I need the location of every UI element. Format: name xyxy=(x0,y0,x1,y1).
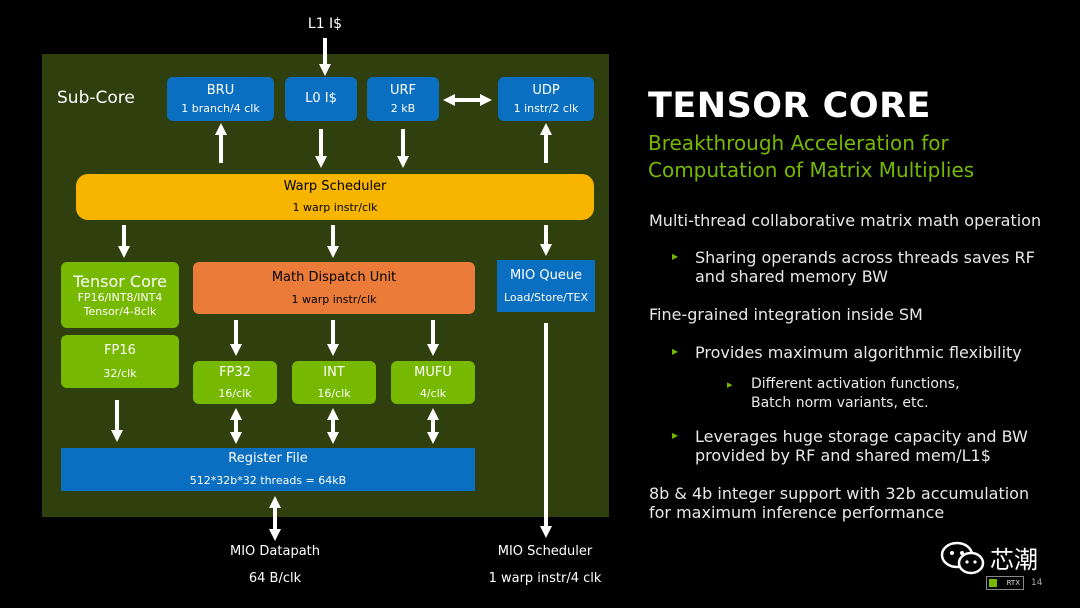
math-dispatch-box: Math Dispatch Unit 1 warp instr/clk xyxy=(193,262,475,314)
l0-title: L0 I$ xyxy=(305,91,337,106)
math-sub: 1 warp instr/clk xyxy=(291,292,377,306)
udp-sub: 1 instr/2 clk xyxy=(513,101,579,115)
mio-datapath-sub: 64 B/clk xyxy=(248,571,302,586)
bullet-3-line2: for maximum inference performance xyxy=(649,503,945,522)
page-number: 14 xyxy=(1031,578,1043,588)
nvidia-eye-icon xyxy=(989,579,997,587)
mio-scheduler-sub: 1 warp instr/4 clk xyxy=(488,571,602,586)
rtx-badge-text: RTX xyxy=(1006,579,1020,587)
l0-icache-box: L0 I$ xyxy=(285,77,357,121)
fp32-box: FP32 16/clk xyxy=(193,361,277,404)
wechat-icon xyxy=(940,541,985,575)
bullet-marker: ▸ xyxy=(672,344,679,358)
warp-title: Warp Scheduler xyxy=(283,179,387,194)
warp-scheduler-box: Warp Scheduler 1 warp instr/clk xyxy=(76,174,594,220)
mio-queue-title: MIO Queue xyxy=(509,267,583,283)
urf-title: URF xyxy=(389,82,417,98)
bullet-1: Multi-thread collaborative matrix math o… xyxy=(649,211,1042,230)
slide-subtitle-line2: Computation of Matrix Multiplies xyxy=(648,158,975,182)
mio-scheduler-label: MIO Scheduler xyxy=(497,544,593,559)
bullet-2a: Provides maximum algorithmic flexibility xyxy=(695,343,1022,362)
bru-sub: 1 branch/4 clk xyxy=(181,101,260,115)
mufu-box: MUFU 4/clk xyxy=(391,361,475,404)
regfile-sub: 512*32b*32 threads = 64kB xyxy=(189,474,347,487)
math-title: Math Dispatch Unit xyxy=(271,269,397,285)
bullet-2: Fine-grained integration inside SM xyxy=(649,305,923,324)
bullet-marker: ▸ xyxy=(672,428,679,442)
regfile-title: Register File xyxy=(228,451,308,466)
warp-sub: 1 warp instr/clk xyxy=(292,201,378,214)
udp-title: UDP xyxy=(532,82,560,98)
bullet-marker: ▸ xyxy=(672,249,679,263)
fp16-title: FP16 xyxy=(104,342,136,358)
bullet-marker: ▸ xyxy=(727,378,733,391)
bullet-1a-line2: and shared memory BW xyxy=(695,267,888,286)
watermark-text: 芯潮 xyxy=(990,546,1038,574)
register-file-box: Register File 512*32b*32 threads = 64kB xyxy=(61,448,475,491)
slide-title: TENSOR CORE xyxy=(648,86,931,126)
mio-datapath-label: MIO Datapath xyxy=(229,544,320,559)
bru-title: BRU xyxy=(206,82,235,98)
mio-queue-sub: Load/Store/TEX xyxy=(503,290,589,304)
tensor-sub1: FP16/INT8/INT4 xyxy=(77,290,163,304)
fp32-sub: 16/clk xyxy=(218,386,252,400)
fp32-title: FP32 xyxy=(219,364,251,380)
int-sub: 16/clk xyxy=(317,386,351,400)
mufu-title: MUFU xyxy=(414,364,452,380)
bullet-3-line1: 8b & 4b integer support with 32b accumul… xyxy=(649,484,1030,503)
tensor-sub2: Tensor/4-8clk xyxy=(83,304,157,318)
bullet-2b-line2: provided by RF and shared mem/L1$ xyxy=(695,446,991,465)
bullet-2a1-line1: Different activation functions, xyxy=(751,376,960,392)
urf-sub: 2 kB xyxy=(390,101,416,115)
subcore-label: Sub-Core xyxy=(57,88,135,108)
l1-icache-label: L1 I$ xyxy=(307,16,343,32)
udp-box: UDP 1 instr/2 clk xyxy=(498,77,594,121)
mufu-sub: 4/clk xyxy=(419,386,447,400)
bru-box: BRU 1 branch/4 clk xyxy=(167,77,274,121)
fp16-sub: 32/clk xyxy=(103,366,137,380)
bullet-2b-line1: Leverages huge storage capacity and BW xyxy=(695,427,1028,446)
bullet-1a-line1: Sharing operands across threads saves RF xyxy=(695,248,1035,267)
tensor-core-box: Tensor Core FP16/INT8/INT4 Tensor/4-8clk xyxy=(61,262,179,328)
nvidia-rtx-logo: RTX xyxy=(986,576,1024,590)
tensor-title: Tensor Core xyxy=(73,271,167,291)
mio-queue-box: MIO Queue Load/Store/TEX xyxy=(497,260,595,312)
urf-box: URF 2 kB xyxy=(367,77,439,121)
int-title: INT xyxy=(323,364,345,380)
fp16-box: FP16 32/clk xyxy=(61,335,179,388)
bullet-2a1-line2: Batch norm variants, etc. xyxy=(751,395,929,411)
int-box: INT 16/clk xyxy=(292,361,376,404)
slide-subtitle-line1: Breakthrough Acceleration for xyxy=(648,131,949,155)
